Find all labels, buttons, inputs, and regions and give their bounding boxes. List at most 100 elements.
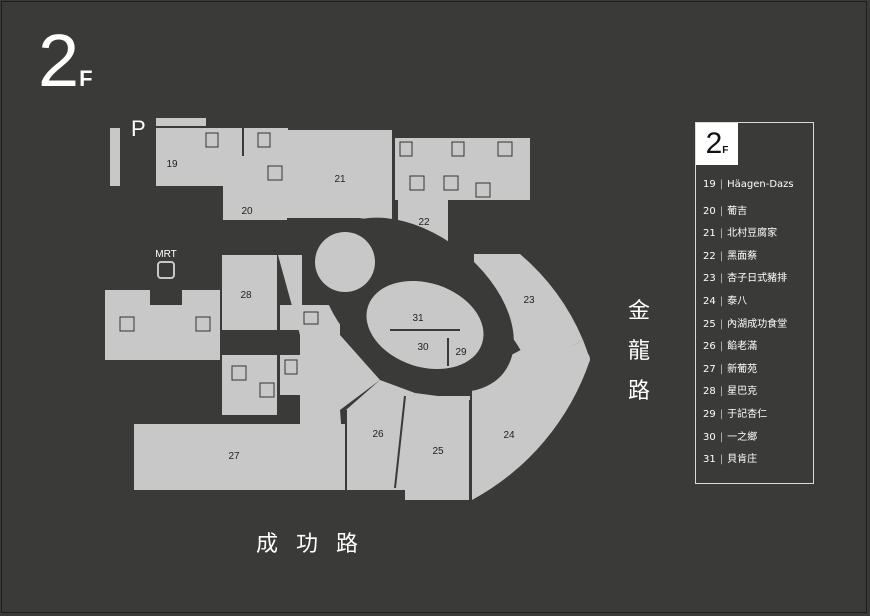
elevator-icon bbox=[399, 141, 413, 157]
unit-24-shape[interactable] bbox=[472, 344, 590, 500]
legend-item[interactable]: 28|星巴克 bbox=[703, 382, 794, 405]
legend-separator: | bbox=[719, 454, 724, 466]
legend-item[interactable]: 30|一之鄉 bbox=[703, 428, 794, 451]
legend-item[interactable]: 29|于記杏仁 bbox=[703, 405, 794, 428]
legend-item-name: 星巴克 bbox=[727, 386, 758, 398]
unit-label-23: 23 bbox=[523, 295, 535, 306]
legend-item-name: 杏子日式豬排 bbox=[727, 273, 788, 285]
legend-floor-badge: 2F bbox=[696, 123, 738, 165]
legend-item[interactable]: 23|杏子日式豬排 bbox=[703, 269, 794, 292]
legend-item[interactable]: 25|內湖成功食堂 bbox=[703, 315, 794, 338]
unit-label-28: 28 bbox=[240, 290, 252, 301]
legend-item-name: 貝肯庄 bbox=[727, 454, 758, 466]
unit-label-21: 21 bbox=[334, 174, 346, 185]
legend-separator: | bbox=[719, 363, 724, 375]
unit-label-29: 29 bbox=[455, 347, 467, 358]
escalator-icon bbox=[119, 316, 135, 332]
legend-item[interactable]: 31|貝肯庄 bbox=[703, 450, 794, 473]
floor-title: 2F bbox=[38, 24, 93, 98]
legend-floor-number: 2 bbox=[705, 127, 723, 160]
unit-label-25: 25 bbox=[432, 446, 444, 457]
train-icon bbox=[157, 261, 175, 279]
escalator-icon bbox=[231, 365, 247, 381]
restroom-icon bbox=[257, 132, 271, 148]
legend-item-name: 餡老滿 bbox=[727, 341, 758, 353]
elevator-icon bbox=[284, 359, 298, 375]
legend-item[interactable]: 20|葡吉 bbox=[703, 202, 794, 225]
unit-label-19: 19 bbox=[166, 159, 178, 170]
escalator-icon bbox=[409, 175, 425, 191]
legend-item-number: 23 bbox=[703, 273, 716, 285]
street-right-char-2: 龍 bbox=[627, 339, 650, 364]
parking-label: P bbox=[131, 116, 146, 141]
legend-separator: | bbox=[719, 250, 724, 262]
legend-item[interactable]: 27|新葡苑 bbox=[703, 360, 794, 383]
parking-strip bbox=[110, 128, 120, 186]
atrium-pillar bbox=[315, 232, 375, 292]
accessible-icon bbox=[267, 165, 283, 181]
legend-item[interactable]: 19|Häagen-Dazs bbox=[703, 179, 794, 202]
legend-item-name: 葡吉 bbox=[727, 205, 748, 217]
legend-item-number: 22 bbox=[703, 250, 716, 262]
legend-item[interactable]: 24|泰八 bbox=[703, 292, 794, 315]
legend-item-name: 一之鄉 bbox=[727, 431, 758, 443]
unit-23-shape[interactable] bbox=[474, 254, 583, 370]
mrt-block-west bbox=[105, 290, 150, 360]
unit-label-22: 22 bbox=[418, 217, 430, 228]
legend-item-number: 21 bbox=[703, 228, 716, 240]
street-label-right: 金 龍 路 bbox=[626, 292, 652, 412]
legend-item-name: 北村豆腐家 bbox=[727, 228, 778, 240]
floor-number: 2 bbox=[38, 19, 79, 102]
legend-separator: | bbox=[719, 318, 724, 330]
unit-label-31: 31 bbox=[412, 313, 424, 324]
escalator-hall bbox=[222, 355, 277, 415]
legend-separator: | bbox=[719, 341, 724, 353]
unit-20-shape[interactable] bbox=[223, 186, 287, 220]
floor-suffix: F bbox=[79, 66, 93, 91]
legend-separator: | bbox=[719, 408, 724, 420]
legend-item-number: 29 bbox=[703, 408, 716, 420]
unit-21-shape[interactable] bbox=[287, 130, 392, 218]
street-label-bottom: 成功路 bbox=[256, 532, 377, 557]
unit-label-30: 30 bbox=[417, 342, 429, 353]
legend-item-number: 28 bbox=[703, 386, 716, 398]
legend-item-name: 新葡苑 bbox=[727, 363, 758, 375]
legend-item[interactable]: 22|黑面蔡 bbox=[703, 247, 794, 270]
legend-item-number: 26 bbox=[703, 341, 716, 353]
elevator-icon bbox=[451, 141, 465, 157]
unit-27-shape[interactable] bbox=[134, 424, 346, 490]
unit-label-27: 27 bbox=[228, 451, 240, 462]
legend-item-number: 24 bbox=[703, 295, 716, 307]
legend-item-number: 30 bbox=[703, 431, 716, 443]
service-block bbox=[395, 138, 530, 200]
legend-item-number: 27 bbox=[703, 363, 716, 375]
escalator-icon bbox=[195, 316, 211, 332]
legend-item-name: 內湖成功食堂 bbox=[727, 318, 788, 330]
legend-item-name: 黑面蔡 bbox=[727, 250, 758, 262]
legend-item[interactable]: 21|北村豆腐家 bbox=[703, 224, 794, 247]
legend-item-name: 于記杏仁 bbox=[727, 408, 768, 420]
legend-separator: | bbox=[719, 386, 724, 398]
street-right-char-3: 路 bbox=[627, 379, 650, 404]
unit-31-shape[interactable] bbox=[355, 267, 495, 384]
legend-item-name: 泰八 bbox=[727, 295, 748, 307]
mrt-stairs bbox=[150, 305, 182, 360]
legend-separator: | bbox=[719, 273, 724, 285]
escalator-bay bbox=[280, 305, 340, 330]
legend-item[interactable]: 26|餡老滿 bbox=[703, 337, 794, 360]
street-right-char-1: 金 bbox=[627, 299, 650, 324]
unit-28-shape[interactable] bbox=[222, 255, 277, 330]
mrt-label: MRT bbox=[155, 249, 176, 260]
legend-item-number: 19 bbox=[703, 179, 716, 190]
escalator-icon bbox=[259, 382, 275, 398]
escalator-icon bbox=[443, 175, 459, 191]
legend-floor-suffix: F bbox=[722, 145, 729, 156]
restroom-icon bbox=[205, 132, 219, 148]
legend-item-name: Häagen-Dazs bbox=[727, 179, 794, 190]
legend-item-number: 20 bbox=[703, 205, 716, 217]
corridor bbox=[156, 118, 206, 126]
